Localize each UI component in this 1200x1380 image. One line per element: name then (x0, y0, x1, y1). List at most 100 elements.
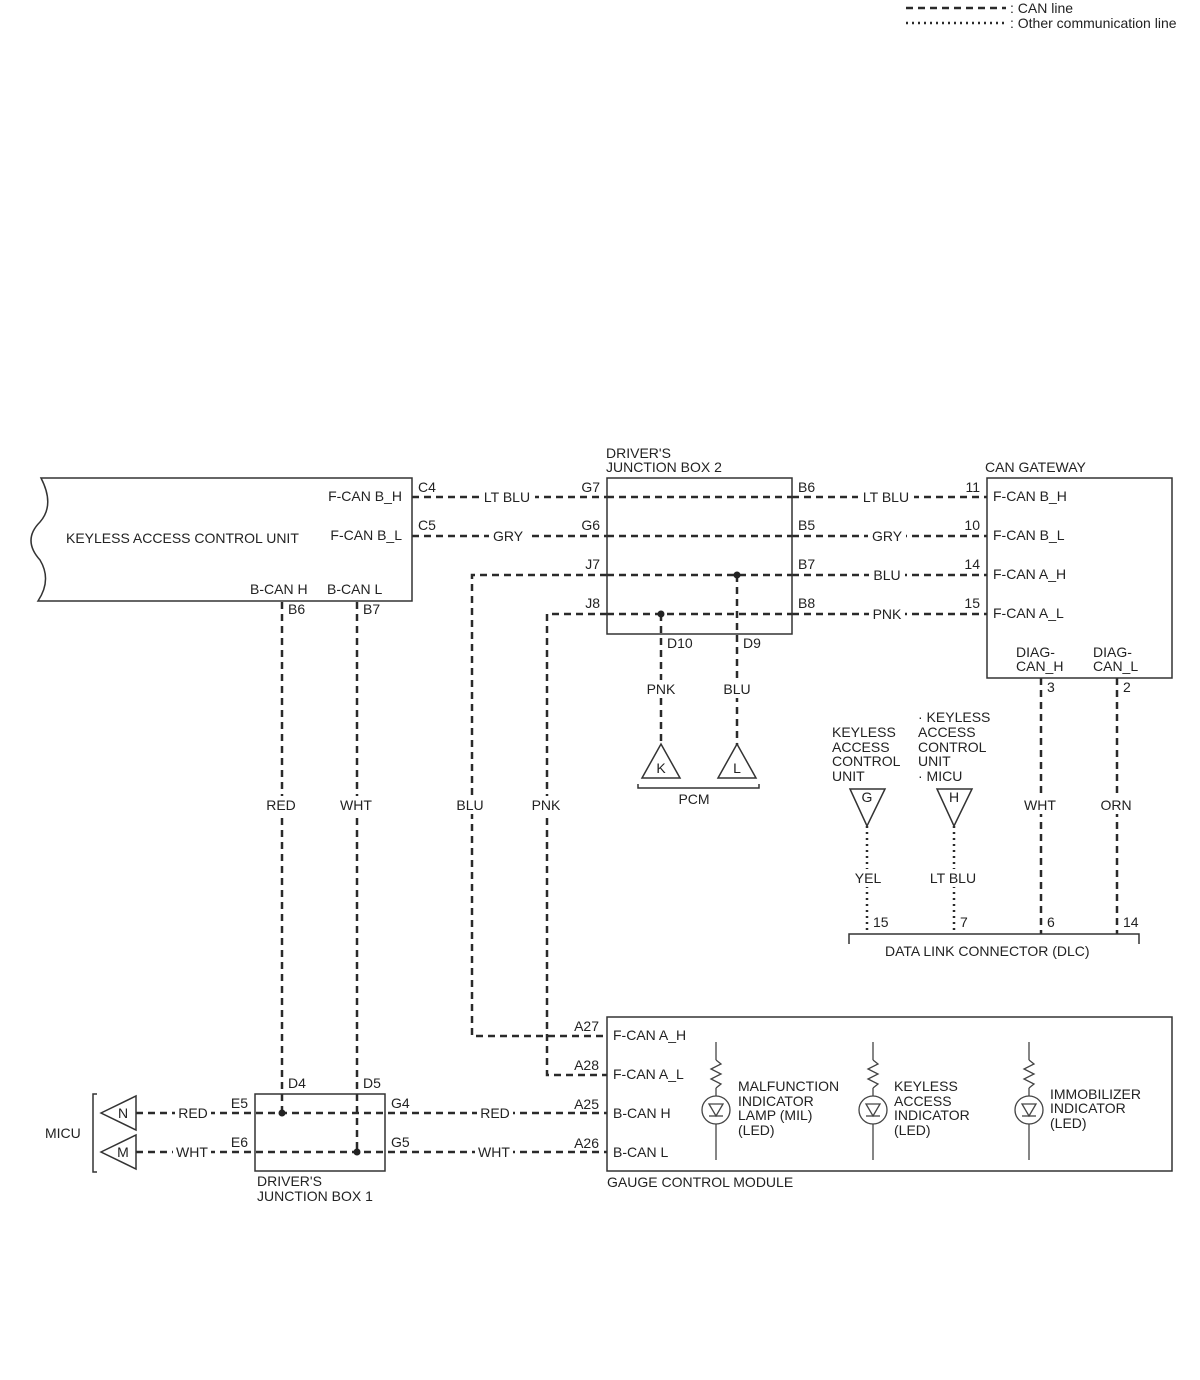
wire-label-wht-vertical: WHT (340, 797, 372, 813)
keyless-access-indicator-led-icon (858, 1042, 888, 1160)
gauge-fcan-ah: F-CAN A_H (613, 1027, 686, 1043)
djb1-pin-g4: G4 (391, 1095, 410, 1111)
micu: MICU N M (45, 1093, 137, 1173)
djb2-pin-j7: J7 (585, 556, 600, 572)
dlc-title: DATA LINK CONNECTOR (DLC) (885, 943, 1090, 959)
djb1-splice-red (278, 1109, 286, 1117)
micu-connector-m (99, 1133, 137, 1171)
gauge-title: GAUGE CONTROL MODULE (607, 1174, 793, 1190)
dlc-input-connector-g-label: G (862, 789, 873, 805)
djb1-title-line2: JUNCTION BOX 1 (257, 1188, 373, 1204)
gauge-control-module: GAUGE CONTROL MODULE F-CAN A_H F-CAN A_L… (574, 1016, 1173, 1190)
wire-label-gry-left: GRY (493, 528, 524, 544)
gateway-pin-14: 14 (964, 556, 980, 572)
dlc-input-multi-line4: UNIT (918, 753, 951, 769)
data-link-connector: DATA LINK CONNECTOR (DLC) 15 7 6 14 (848, 914, 1140, 959)
wire-label-pnk-pcm: PNK (647, 681, 676, 697)
djb1-title-line1: DRIVER'S (257, 1173, 322, 1189)
gateway-diag-l-line2: CAN_L (1093, 658, 1138, 674)
djb2-pin-g6: G6 (581, 517, 600, 533)
djb1-pin-d4: D4 (288, 1075, 306, 1091)
djb2-title-line1: DRIVER'S (606, 445, 671, 461)
djb2-title-line2: JUNCTION BOX 2 (606, 459, 722, 475)
gateway-box (986, 477, 1173, 679)
dlc-input-connector-h-label: H (949, 789, 959, 805)
gateway-diag-h-line2: CAN_H (1016, 658, 1063, 674)
djb2-pin-b7: B7 (798, 556, 815, 572)
wire-label-pnk-right: PNK (873, 606, 902, 622)
dlc-input-multi-line2: ACCESS (918, 724, 976, 740)
dlc-pin-15: 15 (873, 914, 889, 930)
gateway-pin-2: 2 (1123, 679, 1131, 695)
dlc-pin-7: 7 (960, 914, 968, 930)
kacu-pin-c5: C5 (418, 517, 436, 533)
micu-label: MICU (45, 1125, 81, 1141)
wire-label-yel-dlc: YEL (855, 870, 882, 886)
gauge-pin-a28: A28 (574, 1057, 599, 1073)
djb1-pin-g5: G5 (391, 1134, 410, 1150)
wire-label-wht-dlc: WHT (1024, 797, 1056, 813)
wire-label-wht-micu: WHT (176, 1144, 208, 1160)
dlc-input-multi-line1: · KEYLESS (918, 709, 990, 725)
drivers-junction-box-2: DRIVER'S JUNCTION BOX 2 G7 G6 J7 J8 B6 B… (581, 445, 815, 651)
gauge-bcan-l: B-CAN L (613, 1144, 668, 1160)
mil-label-line4: (LED) (738, 1122, 775, 1138)
djb1-box (254, 1093, 386, 1172)
legend-can-line-label: : CAN line (1010, 0, 1073, 16)
kacu-fcan-bl: F-CAN B_L (330, 527, 402, 543)
can-gateway: CAN GATEWAY F-CAN B_H F-CAN B_L F-CAN A_… (964, 459, 1173, 695)
wire-label-blu-vertical: BLU (456, 797, 483, 813)
kacu-pin-c4: C4 (418, 479, 436, 495)
wire-label-blu-right: BLU (873, 567, 900, 583)
kacu-pin-b6: B6 (288, 601, 305, 617)
gateway-fcan-ah: F-CAN A_H (993, 566, 1066, 582)
djb2-pin-b5: B5 (798, 517, 815, 533)
gateway-pin-3: 3 (1047, 679, 1055, 695)
dlc-input-kacu-line3: CONTROL (832, 753, 901, 769)
kai-label-line2: ACCESS (894, 1093, 952, 1109)
keyless-access-control-unit: KEYLESS ACCESS CONTROL UNIT F-CAN B_H F-… (30, 477, 436, 617)
imm-label-line2: INDICATOR (1050, 1100, 1126, 1116)
djb2-pin-b8: B8 (798, 595, 815, 611)
pcm: K L PCM (637, 742, 760, 807)
djb2-box (606, 477, 793, 635)
immobilizer-indicator-led-icon (1014, 1042, 1044, 1160)
gateway-diag-l-line1: DIAG- (1093, 644, 1132, 660)
kacu-pin-b7: B7 (363, 601, 380, 617)
kacu-bcan-l: B-CAN L (327, 581, 382, 597)
micu-connector-n (99, 1094, 137, 1132)
wire-label-red-micu: RED (178, 1105, 208, 1121)
gateway-diag-h-line1: DIAG- (1016, 644, 1055, 660)
mil-label-line1: MALFUNCTION (738, 1078, 839, 1094)
dlc-input-connectors: KEYLESS ACCESS CONTROL UNIT G · KEYLESS … (832, 709, 990, 828)
wire-label-ltblu-dlc: LT BLU (930, 870, 976, 886)
wire-label-orn-dlc: ORN (1100, 797, 1131, 813)
wire-label-wht-gauge: WHT (478, 1144, 510, 1160)
wire-labels: LT BLU GRY LT BLU GRY BLU PNK PNK BLU RE… (173, 488, 1136, 1161)
kai-label-line1: KEYLESS (894, 1078, 958, 1094)
kai-label-line4: (LED) (894, 1122, 931, 1138)
dlc-input-connector-g (848, 788, 887, 828)
gateway-fcan-bl: F-CAN B_L (993, 527, 1065, 543)
gateway-pin-11: 11 (965, 479, 980, 495)
djb2-pin-d9: D9 (743, 635, 761, 651)
dlc-input-kacu-line1: KEYLESS (832, 724, 896, 740)
gauge-box (606, 1016, 1173, 1172)
djb2-pin-d10: D10 (667, 635, 693, 651)
wire-j8-gauge-fcanal (545, 612, 607, 1077)
wire-label-red-gauge: RED (480, 1105, 510, 1121)
gateway-title: CAN GATEWAY (985, 459, 1087, 475)
micu-connector-n-label: N (118, 1105, 128, 1121)
imm-label-line3: (LED) (1050, 1115, 1087, 1131)
wire-label-gry-right: GRY (872, 528, 903, 544)
gauge-pin-a27: A27 (574, 1018, 599, 1034)
djb2-pin-j8: J8 (585, 595, 600, 611)
dlc-input-multi-line3: CONTROL (918, 739, 987, 755)
djb1-pin-e6: E6 (231, 1134, 248, 1150)
dlc-pin-6: 6 (1047, 914, 1055, 930)
wire-label-pnk-vertical: PNK (532, 797, 561, 813)
dlc-bracket (848, 933, 1140, 944)
micu-bracket (92, 1093, 97, 1173)
legend-other-line-label: : Other communication line (1010, 15, 1177, 31)
